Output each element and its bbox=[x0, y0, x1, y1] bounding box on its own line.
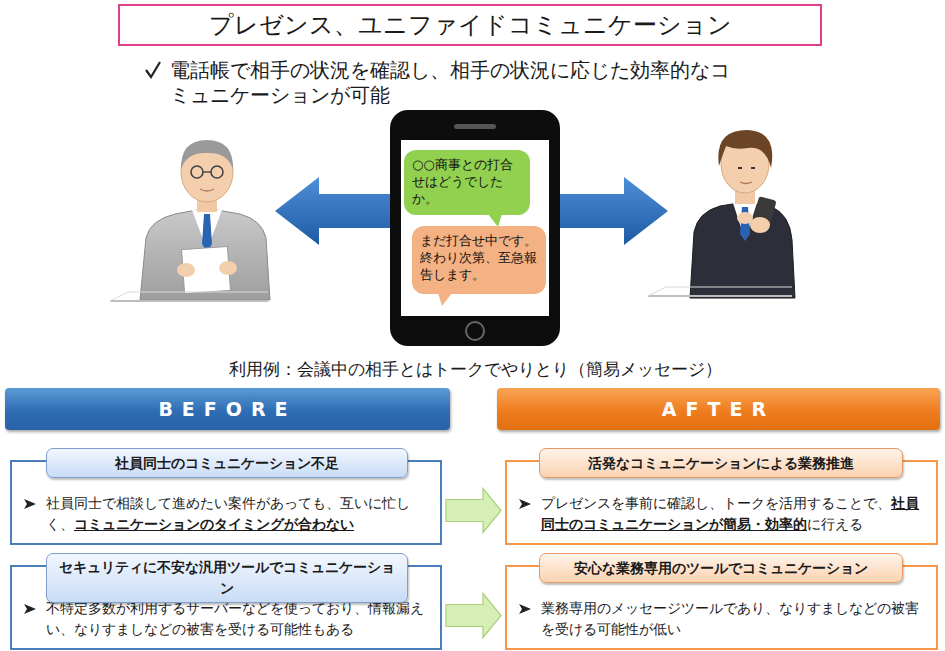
node-text: まだ打合せ中です。終わり次第、至急報告します。 bbox=[420, 233, 537, 282]
text-wrap: 社員同士のコミュニケーション不足 bbox=[115, 453, 339, 474]
text-wrap: セキュリティに不安な汎用ツールでコミュニケーション bbox=[55, 557, 399, 599]
bullet-arrow bbox=[518, 498, 532, 510]
title-box: プレゼンス、ユニファイドコミュニケーション bbox=[118, 4, 822, 46]
text-wrap: 不特定多数が利用するサーバーなどを使っており、情報漏えい、なりすましなどの被害を… bbox=[46, 598, 430, 640]
check-mark bbox=[146, 62, 160, 77]
block-arrow bbox=[446, 594, 501, 638]
node-text: AFTER bbox=[662, 398, 775, 420]
content-box: 業務専用のメッセージツールであり、なりすましなどの被害を受ける可能性が低い安心な… bbox=[505, 565, 938, 650]
text-wrap: 活発なコミュニケーションによる業務推進 bbox=[588, 453, 854, 474]
emphasis-text: コミュニケーションのタイミングが合わない bbox=[74, 516, 354, 532]
text-wrap: 業務専用のメッセージツールであり、なりすましなどの被害を受ける可能性が低い bbox=[541, 598, 926, 640]
node-text: 活発なコミュニケーションによる業務推進 bbox=[588, 455, 854, 471]
node-text: に行える bbox=[807, 516, 863, 532]
bullet-arrow bbox=[518, 603, 532, 615]
blue-arrow-left bbox=[275, 177, 393, 245]
node-text: 安心な業務専用のツールでコミュニケーション bbox=[574, 560, 868, 576]
before-band: BEFORE bbox=[5, 388, 450, 430]
text-wrap: まだ打合せ中です。終わり次第、至急報告します。 bbox=[420, 233, 538, 284]
after-band: AFTER bbox=[497, 388, 940, 430]
heading-box: 安心な業務専用のツールでコミュニケーション bbox=[539, 553, 903, 583]
heading-box: 活発なコミュニケーションによる業務推進 bbox=[539, 448, 903, 478]
node-text: 業務専用のメッセージツールであり、なりすましなどの被害を受ける可能性が低い bbox=[541, 600, 919, 637]
text-wrap: ○○商事との打合せはどうでしたか。 bbox=[412, 157, 522, 208]
text-wrap: 社員同士で相談して進めたい案件があっても、互いに忙しく、コミュニケーションのタイ… bbox=[46, 493, 430, 535]
title-text: プレゼンス、ユニファイドコミュニケーション bbox=[209, 9, 732, 41]
node-text: セキュリティに不安な汎用ツールでコミュニケーション bbox=[59, 559, 395, 596]
bullet-arrow bbox=[23, 603, 37, 615]
caption-text: 利用例：会議中の相手とはトークでやりとり（簡易メッセージ） bbox=[150, 358, 800, 381]
content-box: 社員同士で相談して進めたい案件があっても、互いに忙しく、コミュニケーションのタイ… bbox=[10, 460, 442, 545]
heading-box: 社員同士のコミュニケーション不足 bbox=[46, 448, 408, 478]
node-text: BEFORE bbox=[158, 398, 296, 420]
speech-bubble: ○○商事との打合せはどうでしたか。 bbox=[404, 150, 530, 215]
node-text: プレゼンスを事前に確認し、トークを活用することで、 bbox=[541, 495, 891, 511]
heading-box: セキュリティに不安な汎用ツールでコミュニケーション bbox=[46, 553, 408, 603]
node-text: 社員同士のコミュニケーション不足 bbox=[115, 455, 339, 471]
content-box: 不特定多数が利用するサーバーなどを使っており、情報漏えい、なりすましなどの被害を… bbox=[10, 565, 442, 650]
text-wrap: BEFORE bbox=[158, 398, 296, 420]
block-arrow bbox=[446, 489, 501, 533]
text-wrap: プレゼンスを事前に確認し、トークを活用することで、社員同士のコミュニケーションが… bbox=[541, 493, 926, 535]
bullet-arrow bbox=[23, 498, 37, 510]
speech-bubble: まだ打合せ中です。終わり次第、至急報告します。 bbox=[412, 226, 546, 294]
smartphone bbox=[390, 110, 560, 346]
check-note: 電話帳で相手の状況を確認し、相手の状況に応じた効率的なコミュニケーションが可能 bbox=[170, 58, 745, 109]
node-text: 不特定多数が利用するサーバーなどを使っており、情報漏えい、なりすましなどの被害を… bbox=[46, 600, 424, 637]
text-wrap: AFTER bbox=[662, 398, 775, 420]
manager-figure bbox=[110, 140, 270, 301]
blue-arrow-right bbox=[558, 177, 668, 245]
text-wrap: 安心な業務専用のツールでコミュニケーション bbox=[574, 558, 868, 579]
node-text: ○○商事との打合せはどうでしたか。 bbox=[412, 157, 513, 206]
content-box: プレゼンスを事前に確認し、トークを活用することで、社員同士のコミュニケーションが… bbox=[505, 460, 938, 545]
staff-figure bbox=[648, 130, 795, 298]
